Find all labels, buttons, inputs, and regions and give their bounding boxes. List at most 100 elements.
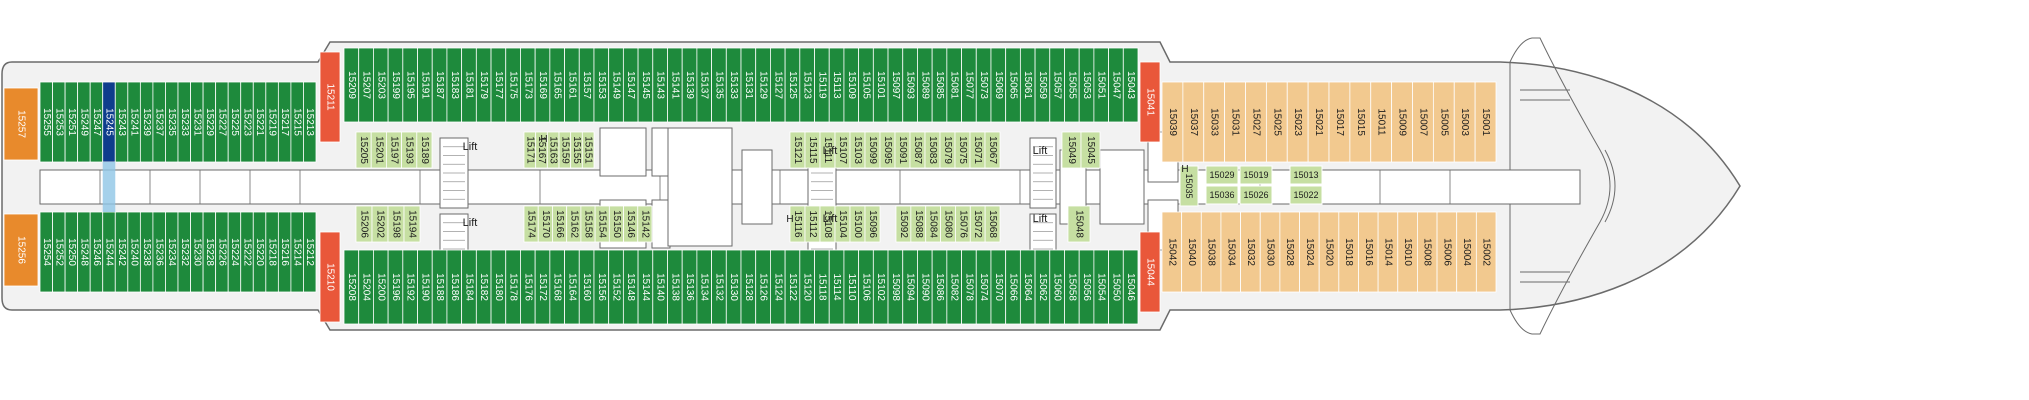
cabin-number: 15006 xyxy=(1441,238,1452,266)
cabin-interior[interactable] xyxy=(1289,165,1323,185)
cabin-number: 15091 xyxy=(897,136,908,164)
cabin-interior[interactable] xyxy=(984,205,1001,243)
cabin-number: 15111 xyxy=(822,137,833,164)
cabin-balcony[interactable] xyxy=(1122,249,1139,325)
cabin-stair[interactable] xyxy=(319,231,341,323)
cabin-number: 15002 xyxy=(1481,238,1492,266)
cabin-number: 15234 xyxy=(166,238,177,266)
cabin-number: 15127 xyxy=(772,71,783,99)
cabin-number: 15133 xyxy=(728,71,739,99)
cabin-number: 15083 xyxy=(927,136,938,164)
cabin-stair[interactable] xyxy=(1139,231,1161,313)
cabin-number: 15239 xyxy=(141,108,152,136)
cabin-number: 15179 xyxy=(478,71,489,99)
cabin-number: 15017 xyxy=(1334,108,1345,136)
cabin-stair[interactable] xyxy=(319,51,341,143)
cabin-number: 15174 xyxy=(526,210,537,238)
cabin-interior[interactable] xyxy=(1289,185,1323,205)
cabin-number: 15057 xyxy=(1052,71,1063,99)
cabin-number: 15209 xyxy=(346,71,357,99)
cabin-balcony[interactable] xyxy=(303,211,317,293)
cabin-number: 15184 xyxy=(463,273,474,301)
cabin-number: 15009 xyxy=(1397,108,1408,136)
cabin-number: 15045 xyxy=(1085,136,1096,164)
cabin-interior[interactable] xyxy=(1205,165,1239,185)
cabin-number: 15164 xyxy=(566,273,577,301)
cabin-number: 15019 xyxy=(1243,170,1268,180)
cabin-number: 15135 xyxy=(713,71,724,99)
cabin-number: 15104 xyxy=(837,210,848,238)
cabin-number: 15031 xyxy=(1230,108,1241,136)
cabin-suite[interactable] xyxy=(3,87,39,161)
cabin-number: 15245 xyxy=(104,108,115,136)
cabin-number: 15248 xyxy=(78,238,89,266)
cabin-number: 15154 xyxy=(597,210,608,238)
cabin-balcony[interactable] xyxy=(303,81,317,163)
cabin-number: 15205 xyxy=(358,136,369,164)
cabin-number: 15015 xyxy=(1355,108,1366,136)
cabin-number: 15094 xyxy=(905,273,916,301)
cabin-interior[interactable] xyxy=(416,131,433,169)
cabin-number: 15143 xyxy=(655,71,666,99)
cabin-layer[interactable] xyxy=(3,47,1497,325)
cabin-number: 15242 xyxy=(116,238,127,266)
cabin-number: 15144 xyxy=(640,273,651,301)
cabin-yacht[interactable] xyxy=(1475,211,1497,293)
cabin-interior[interactable] xyxy=(1179,165,1199,207)
accessible-cabin-marker: H xyxy=(540,134,547,145)
cabin-interior[interactable] xyxy=(581,131,595,169)
cabin-interior[interactable] xyxy=(1080,131,1101,169)
cabin-number: 15193 xyxy=(404,136,415,164)
cabin-number: 15150 xyxy=(611,210,622,238)
cabin-number: 15049 xyxy=(1066,136,1077,164)
cabin-number: 15233 xyxy=(179,108,190,136)
cabin-interior[interactable] xyxy=(1239,165,1273,185)
cabin-number: 15220 xyxy=(254,238,265,266)
cabin-interior[interactable] xyxy=(864,205,881,243)
cabin-interior[interactable] xyxy=(403,205,421,243)
cabin-number: 15156 xyxy=(596,273,607,301)
cabin-number: 15028 xyxy=(1284,238,1295,266)
bow-outline xyxy=(1509,37,1611,335)
cabin-interior[interactable] xyxy=(1067,205,1091,243)
cabin-number: 15206 xyxy=(359,210,370,238)
bow-deck-lines xyxy=(1520,89,1570,283)
cabin-number: 15169 xyxy=(537,71,548,99)
cabin-stair[interactable] xyxy=(1139,61,1161,143)
cabin-number: 15095 xyxy=(882,136,893,164)
shaft xyxy=(651,127,671,177)
cabin-number: 15126 xyxy=(758,273,769,301)
cabin-interior[interactable] xyxy=(1239,185,1273,205)
cabin-yacht[interactable] xyxy=(1474,81,1497,163)
cabin-interior[interactable] xyxy=(984,131,1001,169)
cabin-number: 15152 xyxy=(611,273,622,301)
cabin-number: 15194 xyxy=(407,210,418,238)
cabin-number: 15163 xyxy=(548,136,559,164)
cabin-number: 15221 xyxy=(254,108,265,136)
cabin-number: 15013 xyxy=(1293,170,1318,180)
cabin-number: 15192 xyxy=(405,273,416,301)
cabin-number: 15038 xyxy=(1206,238,1217,266)
cabin-number: 15147 xyxy=(625,71,636,99)
cabin-balcony[interactable] xyxy=(1122,47,1139,123)
cabin-number: 15114 xyxy=(831,273,842,301)
cabin-number: 15090 xyxy=(919,273,930,301)
accessible-cabin-marker: H xyxy=(1181,164,1188,175)
cabin-interior[interactable] xyxy=(1205,185,1239,205)
cabin-number: 15088 xyxy=(913,210,924,238)
cabin-number: 15203 xyxy=(375,71,386,99)
cabin-interior[interactable] xyxy=(637,205,653,243)
cabin-number: 15010 xyxy=(1402,238,1413,266)
cabin-number: 15218 xyxy=(267,238,278,266)
shaft xyxy=(651,199,671,249)
cabin-number: 15180 xyxy=(493,273,504,301)
cabin-number: 15137 xyxy=(699,71,710,99)
cabin-number: 15235 xyxy=(166,108,177,136)
cabin-number: 15171 xyxy=(524,136,535,164)
cabin-suite[interactable] xyxy=(3,213,39,287)
cabin-number: 15166 xyxy=(554,210,565,238)
cabin-number: 15182 xyxy=(478,273,489,301)
cabin-number: 15257 xyxy=(16,110,27,138)
lift-label: Lift xyxy=(1033,213,1048,225)
cabin-number: 15107 xyxy=(837,136,848,164)
